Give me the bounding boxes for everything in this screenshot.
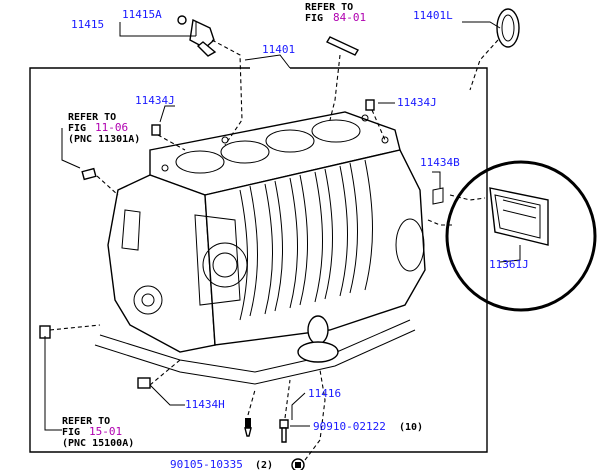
part-label-11434J-left[interactable]: 11434J bbox=[135, 94, 175, 107]
bolt-90910 bbox=[279, 419, 289, 443]
oil-seal-11401L bbox=[496, 8, 520, 48]
assembly-frame bbox=[29, 67, 488, 453]
part-label-11434J-right[interactable]: 11434J bbox=[397, 96, 437, 109]
cylinder-block-drawing bbox=[94, 111, 444, 385]
plug-11434J-right bbox=[365, 99, 375, 111]
svg-text:(PNC 15100A): (PNC 15100A) bbox=[62, 438, 134, 449]
reference-fig-15-01[interactable]: REFER TO FIG 15-01 (PNC 15100A) bbox=[62, 416, 134, 449]
svg-text:(PNC 11301A): (PNC 11301A) bbox=[68, 134, 140, 145]
part-qty-90105: (2) bbox=[255, 460, 273, 470]
bolt-11416 bbox=[244, 418, 252, 437]
part-label-11415A[interactable]: 11415A bbox=[122, 8, 162, 21]
stud-84-01 bbox=[325, 36, 360, 56]
retainer-11361J bbox=[489, 187, 549, 246]
pin-left bbox=[81, 167, 97, 181]
svg-text:REFER TO: REFER TO bbox=[305, 2, 353, 13]
part-qty-90910: (10) bbox=[399, 422, 423, 433]
part-label-11434B[interactable]: 11434B bbox=[420, 156, 460, 169]
part-label-90105[interactable]: 90105-10335 bbox=[170, 458, 243, 470]
svg-text:FIG: FIG bbox=[68, 123, 86, 134]
svg-text:FIG: FIG bbox=[305, 13, 323, 24]
highlight-circle bbox=[445, 160, 597, 312]
svg-text:REFER TO: REFER TO bbox=[62, 416, 110, 427]
svg-text:11-06: 11-06 bbox=[95, 121, 128, 134]
part-label-90910[interactable]: 90910-02122 bbox=[313, 420, 386, 433]
part-label-11401L[interactable]: 11401L bbox=[413, 9, 453, 22]
part-label-11415[interactable]: 11415 bbox=[71, 18, 104, 31]
part-label-11401[interactable]: 11401 bbox=[262, 43, 295, 56]
part-label-11434H[interactable]: 11434H bbox=[185, 398, 225, 411]
plug-90105 bbox=[291, 458, 305, 470]
svg-text:84-01: 84-01 bbox=[333, 11, 366, 24]
reference-fig-84-01[interactable]: REFER TO FIG 84-01 bbox=[305, 2, 366, 24]
part-label-11416[interactable]: 11416 bbox=[308, 387, 341, 400]
svg-text:FIG: FIG bbox=[62, 427, 80, 438]
plug-11434H bbox=[137, 377, 151, 389]
plug-11434J-left bbox=[151, 124, 161, 136]
part-label-11361J[interactable]: 11361J bbox=[489, 258, 529, 271]
leader-lines bbox=[44, 21, 521, 461]
reference-fig-11-06[interactable]: REFER TO FIG 11-06 (PNC 11301A) bbox=[68, 112, 140, 145]
svg-text:REFER TO: REFER TO bbox=[68, 112, 116, 123]
svg-text:15-01: 15-01 bbox=[89, 425, 122, 438]
